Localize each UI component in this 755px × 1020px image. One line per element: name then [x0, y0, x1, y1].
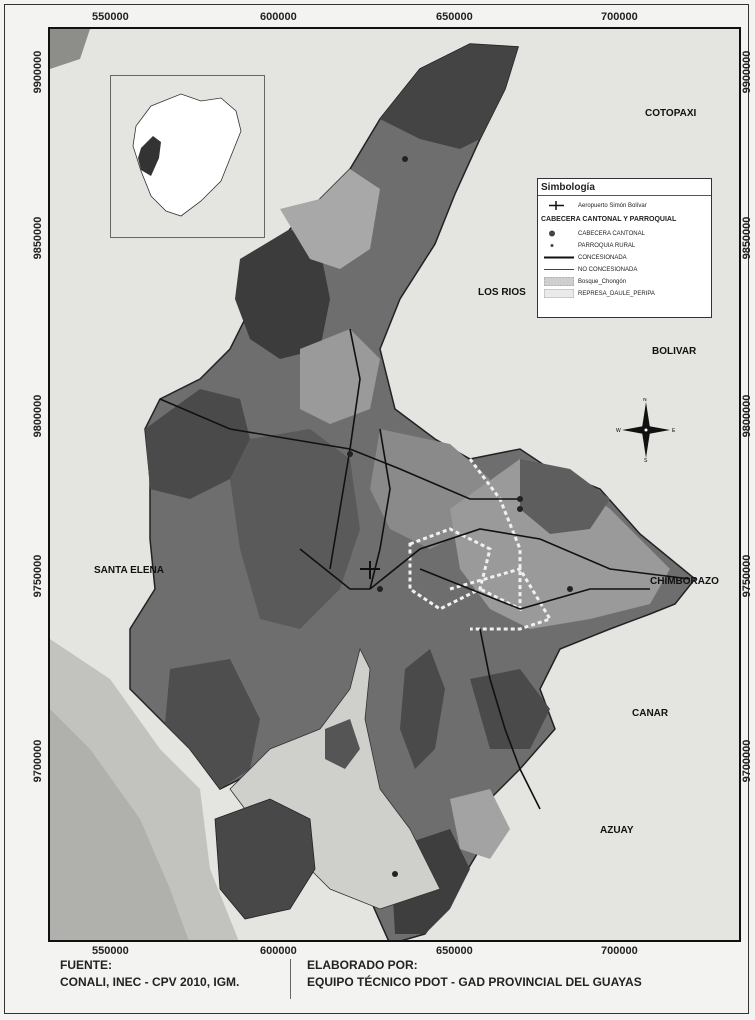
- ocean-corner: [50, 29, 90, 69]
- x-tick-top-700000: 700000: [601, 11, 638, 23]
- region-cotopaxi: COTOPAXI: [645, 108, 697, 119]
- legend-row-no-concesionada: NO CONCESIONADA: [544, 265, 637, 274]
- region-bolivar: BOLIVAR: [652, 346, 697, 357]
- footer-author: ELABORADO POR: EQUIPO TÉCNICO PDOT - GAD…: [307, 957, 642, 991]
- canton-central-west[interactable]: [230, 429, 360, 629]
- legend-row-represa: REPRESA_DAULE_PERIPA: [543, 288, 655, 299]
- airport-symbol[interactable]: [360, 561, 380, 579]
- compass-rose-icon: N S W E: [616, 397, 676, 464]
- compass-n: N: [643, 398, 647, 403]
- fuente-value: CONALI, INEC - CPV 2010, IGM.: [60, 975, 240, 989]
- footer-divider: [290, 959, 291, 999]
- road-2: [329, 328, 361, 570]
- bosque-chongon-1: [408, 527, 492, 611]
- cabecera-dot[interactable]: [402, 156, 408, 162]
- elaborado-label: ELABORADO POR:: [307, 958, 418, 972]
- road-thin-icon: [544, 265, 574, 274]
- legend-row-bosque: Bosque_Chongón: [543, 276, 626, 287]
- canton-milagro[interactable]: [520, 459, 610, 534]
- legend-row-airport: Aeropuerto Simón Bolívar: [544, 201, 647, 210]
- represa-swatch-icon: [543, 288, 575, 299]
- y-tick-right-9750000: 9750000: [741, 554, 753, 598]
- x-tick-top-650000: 650000: [436, 11, 473, 23]
- island-middle[interactable]: [400, 649, 445, 769]
- island-small[interactable]: [325, 719, 360, 769]
- canton-balao-light[interactable]: [450, 789, 510, 859]
- cabecera-dot[interactable]: [392, 871, 398, 877]
- legend-section: CABECERA CANTONAL Y PARROQUIAL: [541, 216, 677, 223]
- canton-playas[interactable]: [165, 659, 260, 789]
- puna-island[interactable]: [214, 798, 316, 920]
- legend-row-rural: PARROQUIA RURAL: [544, 241, 635, 250]
- y-tick-right-9700000: 9700000: [741, 739, 753, 783]
- cabecera-dot[interactable]: [347, 451, 353, 457]
- canton-northwest[interactable]: [235, 229, 330, 359]
- x-tick-bottom-650000: 650000: [436, 945, 473, 957]
- sea-deep: [50, 709, 189, 940]
- cabecera-dot[interactable]: [517, 496, 523, 502]
- outer-frame: [4, 4, 749, 1014]
- elaborado-value: EQUIPO TÉCNICO PDOT - GAD PROVINCIAL DEL…: [307, 975, 642, 989]
- rural-dot-icon: [544, 241, 574, 250]
- airport-icon: [544, 201, 574, 210]
- compass-w: W: [616, 428, 621, 434]
- road-6: [479, 628, 541, 810]
- y-tick-left-9800000: 9800000: [32, 394, 44, 438]
- compass-s: S: [644, 458, 648, 462]
- y-tick-left-9900000: 9900000: [32, 50, 44, 94]
- road-4: [369, 528, 691, 590]
- legend-row-concesionada: CONCESIONADA: [544, 253, 627, 262]
- x-tick-bottom-600000: 600000: [260, 945, 297, 957]
- inset-svg: [132, 93, 242, 217]
- y-tick-left-9850000: 9850000: [32, 216, 44, 260]
- cabecera-dot[interactable]: [377, 586, 383, 592]
- legend: Simbología Aeropuerto Simón Bolívar CABE…: [537, 178, 712, 318]
- legend-row-cantonal: CABECERA CANTONAL: [544, 229, 645, 238]
- bosque-chongon-2: [468, 458, 522, 612]
- canton-west[interactable]: [145, 389, 250, 499]
- road-thick-icon: [544, 253, 574, 262]
- x-tick-bottom-700000: 700000: [601, 945, 638, 957]
- region-azuay: AZUAY: [600, 825, 634, 836]
- region-canar: CANAR: [632, 708, 669, 719]
- region-chimborazo: CHIMBORAZO: [650, 576, 719, 587]
- map-svg: [50, 29, 739, 940]
- road-5: [419, 568, 650, 610]
- y-tick-right-9900000: 9900000: [741, 50, 753, 94]
- region-los-rios: LOS RIOS: [478, 287, 526, 298]
- canton-central[interactable]: [300, 329, 380, 424]
- x-tick-top-550000: 550000: [92, 11, 129, 23]
- cabecera-dot[interactable]: [517, 506, 523, 512]
- x-tick-top-600000: 600000: [260, 11, 297, 23]
- y-tick-right-9800000: 9800000: [741, 394, 753, 438]
- fuente-label: FUENTE:: [60, 958, 112, 972]
- map-canvas[interactable]: [48, 27, 741, 942]
- cabecera-dot[interactable]: [567, 586, 573, 592]
- bosque-swatch-icon: [543, 276, 575, 287]
- compass-e: E: [672, 428, 676, 434]
- canton-naranjal[interactable]: [470, 669, 550, 749]
- guayas-inset: [138, 136, 161, 176]
- canton-north[interactable]: [380, 44, 518, 149]
- y-tick-right-9850000: 9850000: [741, 216, 753, 260]
- y-tick-left-9700000: 9700000: [32, 739, 44, 783]
- ecuador-outline: [132, 93, 242, 217]
- canton-east[interactable]: [450, 459, 670, 629]
- map-footer: FUENTE: CONALI, INEC - CPV 2010, IGM. EL…: [60, 957, 730, 1005]
- y-tick-left-9750000: 9750000: [32, 554, 44, 598]
- canton-light-north[interactable]: [280, 169, 380, 269]
- locator-inset: [110, 75, 265, 238]
- road-7: [299, 548, 370, 590]
- footer-source: FUENTE: CONALI, INEC - CPV 2010, IGM.: [60, 957, 239, 991]
- legend-title: Simbología: [538, 179, 711, 196]
- region-santa-elena: SANTA ELENA: [94, 565, 164, 576]
- x-tick-bottom-550000: 550000: [92, 945, 129, 957]
- cantonal-dot-icon: [544, 229, 574, 238]
